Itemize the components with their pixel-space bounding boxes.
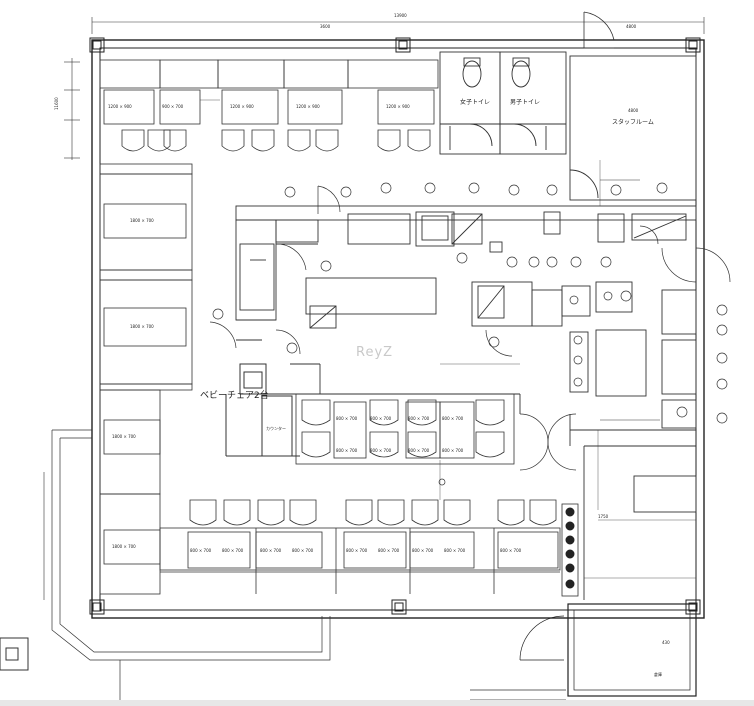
planter-box [561, 503, 579, 597]
left-booth-column [99, 163, 193, 595]
watermark: ReyZ [356, 345, 393, 360]
baby-chair-stand [225, 363, 300, 457]
table-bottom-1: 800 × 700 [190, 548, 212, 553]
north-symbol-icon [0, 637, 29, 671]
table-top-4: 1200 × 900 [296, 104, 320, 109]
table-top-3: 1200 × 900 [230, 104, 254, 109]
staff-room-code: 4800 [628, 108, 639, 113]
table-center-7: 800 × 700 [442, 416, 464, 421]
female-toilet-label: 女子トイレ [460, 98, 490, 106]
table-left-2: 1800 × 700 [130, 324, 154, 329]
male-toilet-label: 男子トイレ [510, 99, 540, 106]
table-top-1: 1200 × 900 [108, 104, 132, 109]
kitchen-doors [209, 185, 731, 471]
interior-dimension-lines [200, 99, 696, 579]
table-center-4: 800 × 700 [370, 448, 392, 453]
table-center-5: 800 × 700 [408, 416, 430, 421]
table-left-1: 1800 × 700 [130, 218, 154, 223]
top-dimension-line [91, 17, 705, 34]
storage-name-label: 倉庫 [654, 671, 662, 677]
bottom-strip [0, 700, 754, 706]
storage-room [519, 603, 697, 697]
table-bottom-3: 800 × 700 [260, 548, 282, 553]
planter-row [565, 507, 575, 589]
exterior-walls [91, 39, 705, 619]
bottom-right-width-label: 1750 [598, 514, 609, 519]
table-center-3: 800 × 700 [370, 416, 392, 421]
table-bottom-9: 800 × 700 [500, 548, 522, 553]
table-center-1: 800 × 700 [336, 416, 358, 421]
table-top-5: 1200 × 900 [386, 104, 410, 109]
table-center-8: 800 × 700 [442, 448, 464, 453]
baby-chair-label: ベビーチェア2台 [200, 389, 269, 401]
center-table-block [295, 393, 515, 465]
table-bottom-2: 800 × 700 [222, 548, 244, 553]
table-bottom-8: 800 × 700 [444, 548, 466, 553]
storage-code-label: 430 [662, 640, 670, 645]
table-left-3: 1800 × 700 [112, 434, 136, 439]
table-bottom-4: 800 × 700 [292, 548, 314, 553]
table-top-2: 900 × 700 [162, 104, 184, 109]
staff-room [569, 55, 697, 201]
counter-label: カウンター [266, 425, 286, 431]
bottom-table-row [159, 499, 561, 594]
table-center-6: 800 × 700 [408, 448, 430, 453]
top-booth-row [99, 59, 439, 125]
staff-room-width-label: 4800 [626, 24, 637, 29]
ceiling-fixtures [212, 182, 728, 486]
structural-columns [89, 37, 701, 615]
table-bottom-5: 800 × 700 [346, 548, 368, 553]
table-bottom-7: 800 × 700 [412, 548, 434, 553]
side-length-label: 11600 [54, 97, 59, 110]
entrance-door [583, 11, 615, 49]
left-depth-label: 3600 [320, 24, 331, 29]
toilets [439, 51, 567, 155]
left-dimension-lines [43, 58, 80, 600]
table-center-2: 800 × 700 [336, 448, 358, 453]
staff-room-label: スタッフルーム [612, 118, 654, 126]
table-bottom-6: 800 × 700 [378, 548, 400, 553]
top-row-chairs [121, 129, 431, 152]
overall-width-label: 13900 [394, 13, 407, 18]
exterior-outline [51, 429, 566, 701]
table-left-4: 1800 × 700 [112, 544, 136, 549]
